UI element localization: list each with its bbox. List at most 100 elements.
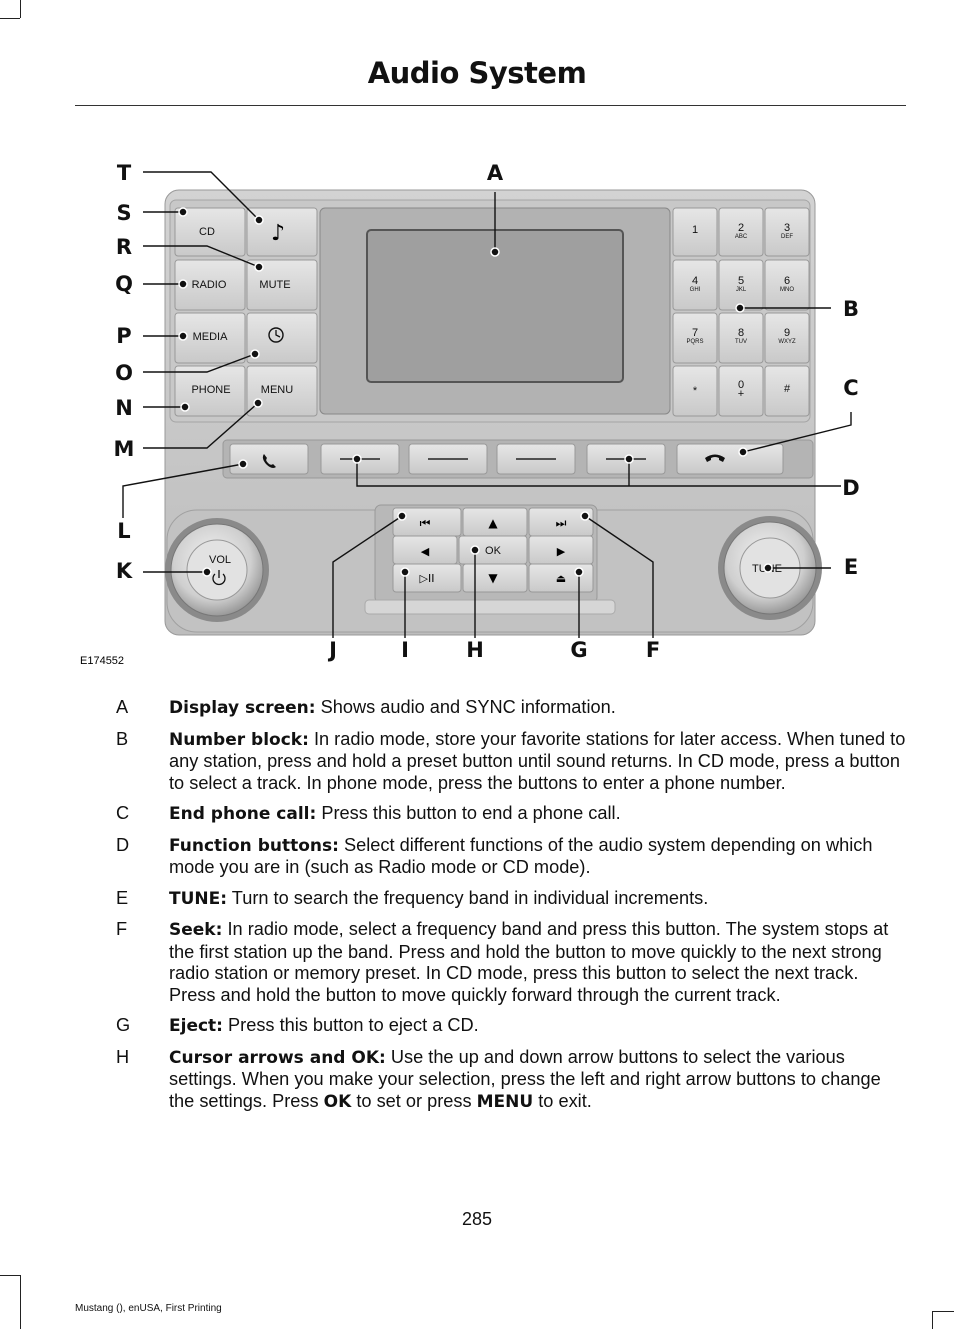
callout-label: P <box>116 324 131 348</box>
item-body: Select different functions of the audio … <box>169 834 873 878</box>
clock-icon <box>268 327 284 343</box>
clock-button[interactable] <box>246 312 318 364</box>
power-icon <box>212 570 226 586</box>
item-bold: MENU <box>476 1091 534 1112</box>
keypad-key-number: 2 <box>738 222 744 234</box>
cd-button[interactable]: CD <box>174 207 246 257</box>
keypad-key-letters: JKL <box>736 287 747 293</box>
item-term: Seek: <box>169 920 223 940</box>
keypad-key[interactable]: 1 <box>672 207 718 257</box>
callout-label: J <box>327 638 337 662</box>
music-note-icon: ♪ <box>271 221 285 246</box>
page-title: Audio System <box>367 56 587 90</box>
end-call-button[interactable] <box>676 443 784 475</box>
crop-mark <box>20 1275 21 1329</box>
keypad-key-number: * <box>693 385 698 397</box>
item-text: Eject: Press this button to eject a CD. <box>169 1015 906 1038</box>
item-body: to exit. <box>533 1090 592 1111</box>
keypad-key-number: 8 <box>738 327 744 339</box>
callout-label: M <box>114 437 135 461</box>
callout-label: B <box>843 297 859 321</box>
display-screen <box>319 207 671 415</box>
media-button-label: MEDIA <box>193 331 229 343</box>
item-text: Number block: In radio mode, store your … <box>169 729 906 795</box>
item-letter: H <box>116 1046 130 1067</box>
item-term: Cursor arrows and OK: <box>169 1047 386 1068</box>
callout-label: O <box>115 361 133 385</box>
keypad-key-letters: TUV <box>735 339 747 345</box>
keypad-key-number: 1 <box>692 224 698 236</box>
eject-icon: ⏏ <box>556 572 566 585</box>
skip-forward-icon: ⏭ <box>556 516 567 530</box>
keypad-key-letters: + <box>738 388 744 400</box>
item-text: End phone call: Press this button to end… <box>169 803 906 826</box>
list-item: G Eject: Press this button to eject a CD. <box>75 1015 906 1038</box>
keypad-key-letters: MNO <box>780 287 794 293</box>
crop-mark <box>0 18 20 19</box>
sound-button[interactable]: ♪ <box>246 207 318 257</box>
ok-button[interactable]: OK <box>458 535 528 565</box>
down-arrow-button[interactable]: ▼ <box>462 563 528 593</box>
callout-label: Q <box>115 272 133 296</box>
play-pause-button[interactable]: ▷II <box>392 563 462 593</box>
callout-label: H <box>466 638 484 662</box>
skip-back-icon: ⏮ <box>420 516 431 530</box>
left-arrow-icon: ◀ <box>421 545 430 558</box>
title-divider <box>75 105 906 106</box>
item-term: Display screen: <box>169 698 316 718</box>
mute-button[interactable]: MUTE <box>246 259 318 311</box>
page-number: 285 <box>461 1209 493 1229</box>
callout-label: E <box>844 555 858 579</box>
keypad-key[interactable]: 0+ <box>718 365 764 417</box>
keypad-key-number: 0 <box>738 379 744 391</box>
keypad-key[interactable]: # <box>764 365 810 417</box>
phone-icon <box>262 454 276 468</box>
menu-button-label: MENU <box>261 384 293 396</box>
callout-label: T <box>117 161 132 185</box>
callout-label: C <box>843 376 858 400</box>
item-letter: D <box>116 834 130 855</box>
function-button-3[interactable] <box>496 443 576 475</box>
callout-label: N <box>115 396 133 420</box>
crop-mark <box>20 0 21 18</box>
left-arrow-button[interactable]: ◀ <box>392 535 458 565</box>
up-arrow-button[interactable]: ▲ <box>462 507 528 537</box>
item-body: to set or press <box>351 1090 477 1111</box>
item-term: Eject: <box>169 1016 223 1036</box>
figure-id: E174552 <box>80 655 124 667</box>
ok-button-label: OK <box>485 545 502 557</box>
menu-button[interactable]: MENU <box>246 365 318 417</box>
item-bold: OK <box>323 1091 352 1112</box>
item-text: Cursor arrows and OK: Use the up and dow… <box>169 1047 906 1114</box>
end-call-icon <box>705 454 725 462</box>
up-arrow-icon: ▲ <box>488 516 498 530</box>
item-body: Turn to search the frequency band in ind… <box>227 887 709 908</box>
item-letter: G <box>116 1015 131 1035</box>
media-button[interactable]: MEDIA <box>174 312 246 364</box>
function-button-2[interactable] <box>408 443 488 475</box>
keypad-key-number: 7 <box>692 327 698 339</box>
crop-mark <box>0 1275 20 1276</box>
right-arrow-button[interactable]: ▶ <box>528 535 594 565</box>
keypad-key[interactable]: * <box>672 365 718 417</box>
phone-call-button[interactable] <box>229 443 309 475</box>
keypad-key-number: 3 <box>784 222 790 234</box>
keypad-key-number: 4 <box>692 275 698 287</box>
volume-knob[interactable]: VOL <box>165 518 269 622</box>
item-letter: E <box>116 887 129 908</box>
radio-button[interactable]: RADIO <box>174 259 246 311</box>
phone-button[interactable]: PHONE <box>174 365 246 417</box>
eject-button[interactable]: ⏏ <box>528 563 594 593</box>
keypad-key-letters: ABC <box>735 234 748 240</box>
item-body: Use the up and down arrow buttons to sel… <box>169 1046 881 1111</box>
